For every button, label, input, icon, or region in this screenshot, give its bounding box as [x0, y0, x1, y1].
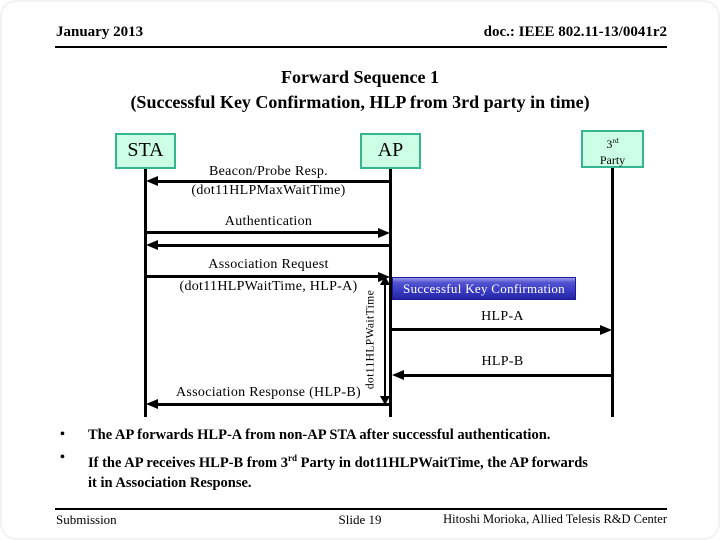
arrowhead-right-icon — [378, 228, 390, 238]
arrow-line — [403, 374, 613, 377]
wait-timer-vertical-label: dot11HLPWaitTime — [364, 289, 377, 390]
arrow-line — [147, 231, 378, 234]
arrowhead-left-icon — [146, 399, 158, 409]
bullet-icon: • — [60, 450, 65, 465]
lifeline-ap — [389, 169, 392, 417]
header-doc-number: doc.: IEEE 802.11-13/0041r2 — [483, 24, 667, 40]
arrowhead-left-icon — [146, 176, 158, 186]
lifeline-third-party — [611, 168, 614, 417]
msg-label-assoc-response: Association Response (HLP-B) — [176, 385, 361, 400]
arrowhead-left-icon — [146, 240, 158, 250]
lifeline-sta — [144, 169, 147, 417]
arrow-line — [157, 180, 390, 183]
msg-label-beacon-param: (dot11HLPMaxWaitTime) — [191, 183, 346, 198]
footer-rule — [55, 508, 667, 510]
actor-label-ap: AP — [377, 139, 404, 161]
arrowhead-left-icon — [392, 370, 404, 380]
arrow-line — [147, 275, 378, 278]
slide-title-line1: Forward Sequence 1 — [281, 67, 439, 87]
bullet-item-1: The AP forwards HLP-A from non-AP STA af… — [88, 427, 551, 443]
arrowhead-right-icon — [600, 325, 612, 335]
bullet-icon: • — [60, 427, 65, 442]
footer-submission: Submission — [56, 512, 117, 527]
header-rule — [55, 46, 667, 48]
footer-slide-number: Slide 19 — [338, 512, 382, 527]
measure-line — [384, 284, 386, 397]
msg-label-beacon: Beacon/Probe Resp. — [209, 164, 328, 179]
key-confirmation-badge: Successful Key Confirmation — [392, 277, 576, 300]
msg-label-authentication: Authentication — [224, 214, 313, 229]
msg-label-hlp-a: HLP-A — [481, 309, 524, 324]
arrowhead-down-icon — [380, 396, 390, 405]
slide-title-line2: (Successful Key Confirmation, HLP from 3… — [130, 92, 590, 112]
arrow-line — [157, 403, 390, 406]
arrowhead-up-icon — [380, 276, 390, 285]
actor-box-sta: STA — [115, 133, 176, 169]
bullet-item-2: If the AP receives HLP-B from 3rd Party … — [88, 453, 588, 491]
msg-label-hlp-b: HLP-B — [481, 354, 524, 369]
actor-box-ap: AP — [360, 133, 421, 169]
header-date: January 2013 — [56, 24, 144, 40]
msg-label-assoc-request-param: (dot11HLPWaitTime, HLP-A) — [179, 279, 358, 294]
actor-label-sta: STA — [127, 139, 164, 161]
arrow-line — [157, 244, 390, 247]
arrow-line — [392, 328, 601, 331]
footer-author: Hitoshi Morioka, Allied Telesis R&D Cent… — [443, 512, 667, 526]
msg-label-assoc-request: Association Request — [208, 257, 329, 272]
